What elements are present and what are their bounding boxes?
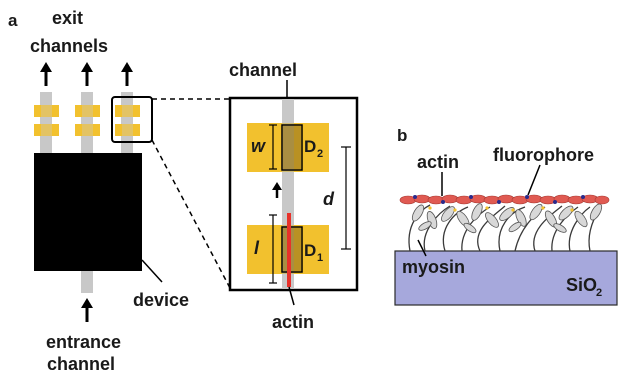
substrate-sub: 2 [596,287,602,299]
myosin-pointer [417,239,427,257]
entrance-label-line1: entrance [46,332,121,352]
l-dimension [269,214,277,284]
panel-b-label: b [397,126,407,145]
fluorophore-dots [413,195,585,204]
panel-a-label: a [8,11,18,30]
substrate-label: SiO [566,275,597,295]
channel-label: channel [229,60,297,80]
myosin-heads [411,203,603,234]
entrance-channel [81,271,93,293]
inset-arrow [272,182,282,198]
d-dimension [341,146,351,250]
myosin-label: myosin [402,257,465,277]
d1-sub: 1 [317,252,323,264]
exit-label-line1: exit [52,8,83,28]
actin-pointer [288,286,295,306]
fluorophore-pointer [527,164,541,196]
device-pointer [141,259,163,283]
exit-detectors [34,105,140,136]
sio2-substrate [394,250,618,306]
device-label: device [133,290,189,310]
d2-sub: 2 [317,148,323,160]
actin-label-a: actin [272,312,314,332]
fluorophore-label: fluorophore [493,145,594,165]
zoom-box [111,96,153,143]
d1-label: D [304,241,316,260]
w-label: w [251,136,266,156]
myosin-yellow-dots [428,206,574,212]
detector-d1-inner [281,226,303,273]
detector-d1-inner-fill [283,228,301,271]
exit-arrows [40,62,133,86]
detector-d2-inner [281,124,303,171]
detector-d2-inner-fill [283,126,301,169]
l-label: l [254,238,260,258]
entrance-arrow [81,298,93,322]
actin-filament-b [399,194,610,205]
device-block [34,153,142,271]
zoom-line-bottom [151,139,231,289]
exit-label-line2: channels [30,36,108,56]
w-dimension [269,124,277,170]
d-label: d [323,189,335,209]
actin-label-b: actin [417,152,459,172]
d2-label: D [304,137,316,156]
entrance-label-line2: channel [47,354,115,374]
